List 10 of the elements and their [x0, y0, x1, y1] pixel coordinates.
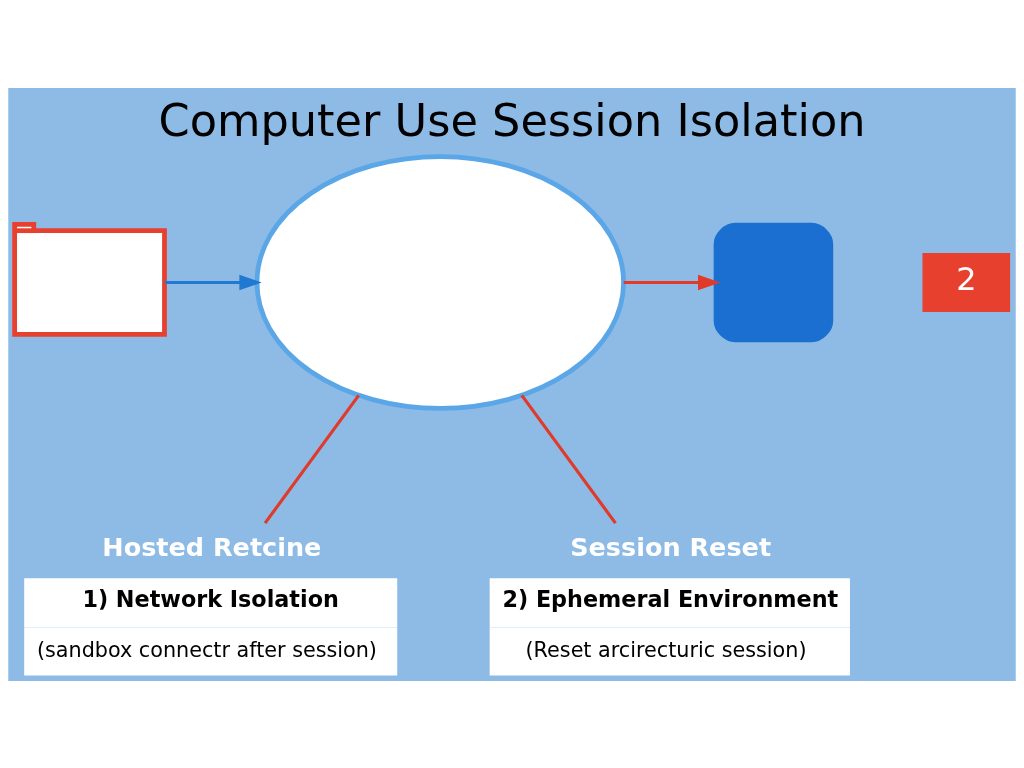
connector: [520, 393, 617, 524]
connector: [263, 393, 360, 524]
node-box: [713, 222, 834, 342]
arrow: [164, 274, 262, 290]
node-label: Hosted Retcine: [102, 531, 322, 562]
node-cloud: [254, 153, 626, 411]
label: 2: [956, 259, 977, 298]
diagram-title: Computer Use Session Isolation: [158, 94, 866, 147]
arrow: [623, 274, 721, 290]
node-label: Session Reset: [570, 531, 772, 562]
